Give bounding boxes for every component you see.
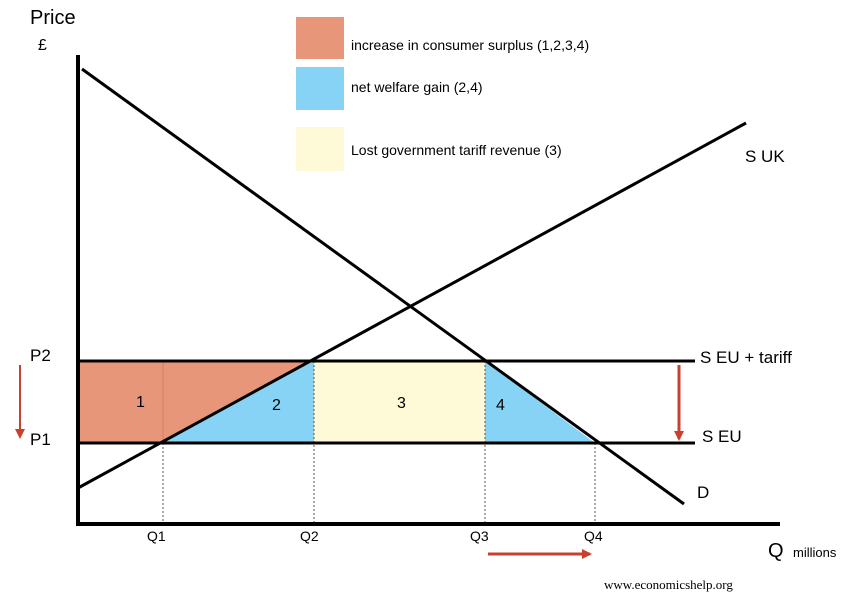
s-uk-curve bbox=[77, 121, 747, 490]
x-axis-q: Q bbox=[768, 540, 784, 562]
legend-swatch-welfare-gain bbox=[296, 67, 344, 110]
quantity-label-q2: Q2 bbox=[300, 528, 319, 544]
area-1-consumer-surplus bbox=[78, 361, 314, 443]
demand-curve bbox=[81, 67, 685, 506]
area-3-tariff-revenue bbox=[314, 361, 485, 443]
curve-label-s-eu-tariff: S EU + tariff bbox=[700, 348, 792, 367]
x-axis-title: Q millions bbox=[768, 540, 837, 562]
watermark: www.economicshelp.org bbox=[604, 577, 733, 592]
legend-label-tariff-revenue: Lost government tariff revenue (3) bbox=[351, 142, 562, 158]
quantity-label-q3: Q3 bbox=[470, 528, 489, 544]
curve-label-s-uk: S UK bbox=[745, 147, 785, 166]
legend-swatch-tariff-revenue bbox=[296, 127, 344, 171]
curve-label-demand: D bbox=[697, 483, 709, 502]
legend: increase in consumer surplus (1,2,3,4) n… bbox=[296, 17, 589, 171]
quantity-label-q4: Q4 bbox=[584, 528, 603, 544]
y-axis-unit: £ bbox=[38, 37, 47, 54]
curve-label-s-eu: S EU bbox=[702, 427, 742, 446]
legend-label-welfare-gain: net welfare gain (2,4) bbox=[351, 79, 483, 95]
area-label-2: 2 bbox=[272, 397, 281, 414]
price-label-p2: P2 bbox=[30, 346, 51, 365]
area-label-1: 1 bbox=[136, 394, 145, 411]
legend-label-consumer-surplus: increase in consumer surplus (1,2,3,4) bbox=[351, 37, 589, 53]
area-label-3: 3 bbox=[397, 395, 406, 412]
quantity-label-q1: Q1 bbox=[147, 528, 166, 544]
area-label-4: 4 bbox=[496, 397, 505, 414]
price-label-p1: P1 bbox=[30, 430, 51, 449]
legend-swatch-consumer-surplus bbox=[296, 17, 344, 59]
x-axis-unit: millions bbox=[793, 545, 837, 560]
y-axis-title: Price bbox=[30, 7, 76, 29]
